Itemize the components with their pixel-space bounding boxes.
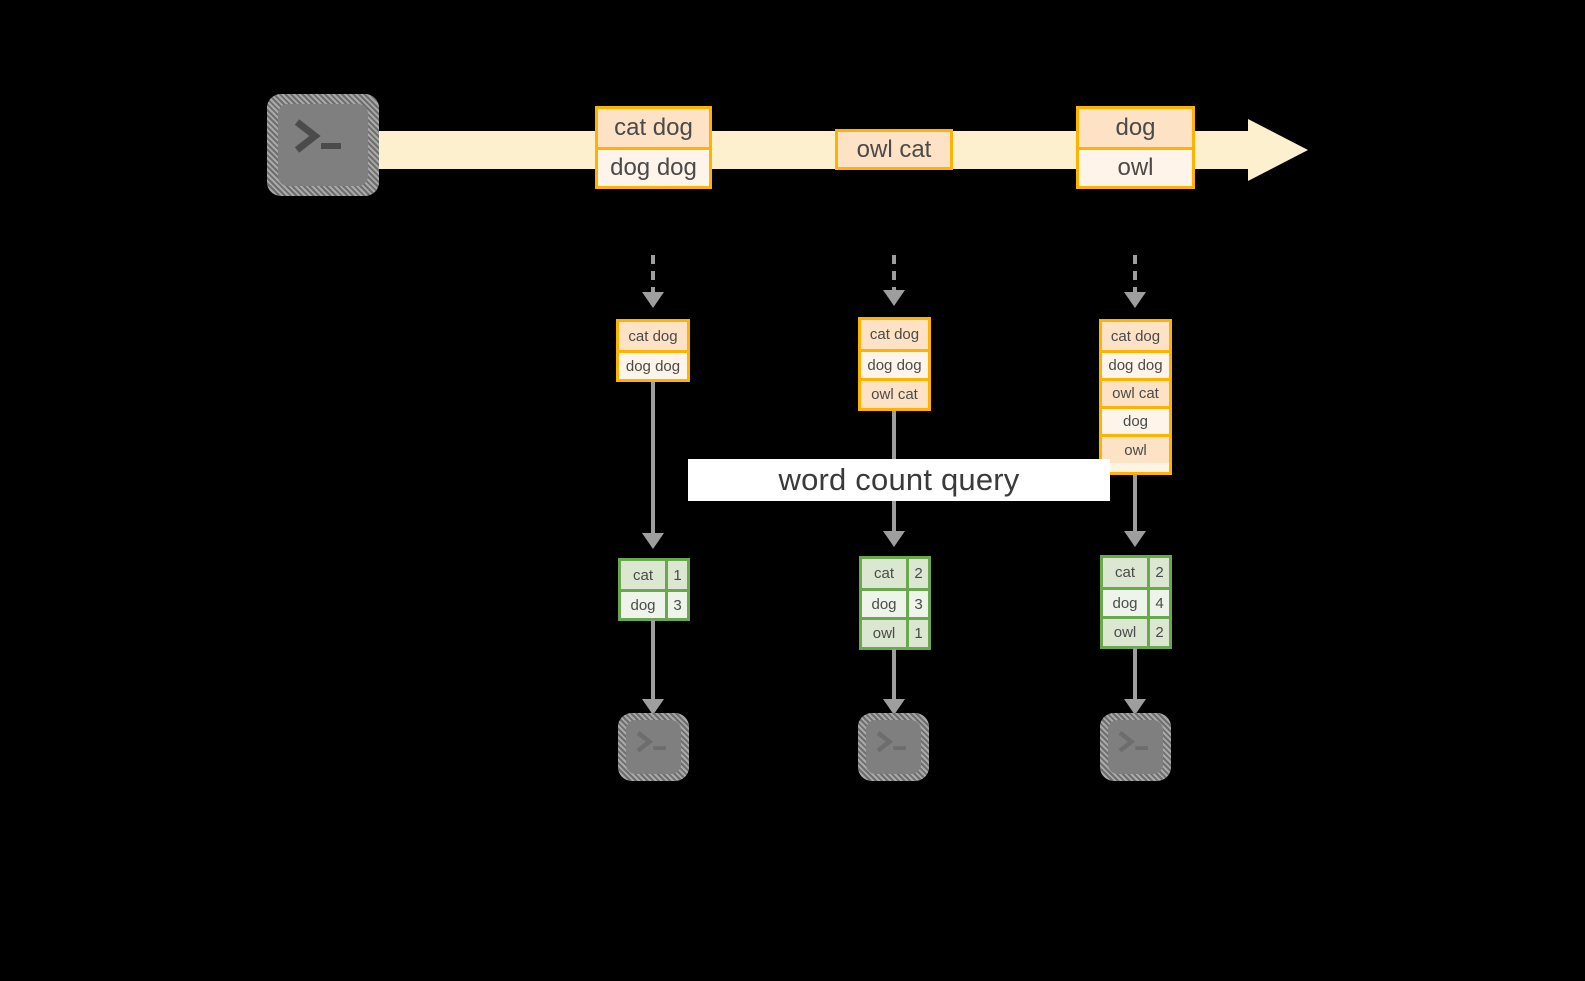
terminal-prompt-icon — [294, 119, 341, 153]
table-row: dog 4 — [1103, 587, 1169, 616]
result-count-cell: 2 — [1147, 619, 1169, 646]
stream-event-line: cat dog — [598, 109, 709, 147]
stream-tap-arrowhead-3 — [1124, 292, 1146, 308]
query-flow-line-3 — [1133, 475, 1137, 532]
stream-tap-line-3 — [1133, 255, 1137, 293]
snapshot-line: dog dog — [619, 350, 687, 379]
snapshot-line: cat dog — [861, 320, 928, 349]
snapshot-line: dog — [1102, 406, 1169, 434]
stream-arrow-head — [1248, 119, 1308, 181]
snapshot-box-3: cat dog dog dog owl cat dog owl — [1099, 319, 1172, 475]
sink-flow-line-2 — [892, 649, 896, 701]
table-row: owl 2 — [1103, 616, 1169, 646]
table-row: dog 3 — [862, 588, 928, 617]
result-word-cell: cat — [1103, 558, 1147, 587]
stream-event-box-1: cat dog dog dog — [595, 106, 712, 189]
result-count-cell: 1 — [906, 620, 928, 647]
query-label-text: word count query — [778, 462, 1020, 497]
table-row: cat 1 — [621, 561, 687, 589]
result-table-1: cat 1 dog 3 — [618, 558, 690, 621]
sink-terminal-icon-3 — [1100, 713, 1171, 781]
source-terminal-icon — [267, 94, 379, 196]
result-table-2: cat 2 dog 3 owl 1 — [859, 556, 931, 650]
snapshot-line: dog dog — [1102, 350, 1169, 378]
snapshot-line: owl cat — [1102, 378, 1169, 406]
snapshot-box-2: cat dog dog dog owl cat — [858, 317, 931, 411]
stream-tap-arrowhead-1 — [642, 292, 664, 308]
table-row: owl 1 — [862, 617, 928, 647]
stream-event-line: owl — [1079, 147, 1192, 186]
result-table-3: cat 2 dog 4 owl 2 — [1100, 555, 1172, 649]
stream-event-line: dog — [1079, 109, 1192, 147]
sink-flow-line-1 — [651, 620, 655, 701]
stream-event-line: dog dog — [598, 147, 709, 186]
sink-terminal-icon-1 — [618, 713, 689, 781]
table-row: cat 2 — [862, 559, 928, 588]
stream-event-box-3: dog owl — [1076, 106, 1195, 189]
result-word-cell: owl — [1103, 619, 1147, 646]
stream-tap-arrowhead-2 — [883, 290, 905, 306]
sink-flow-arrowhead-2 — [883, 699, 905, 715]
terminal-prompt-icon — [636, 731, 666, 753]
snapshot-line: cat dog — [619, 322, 687, 350]
query-flow-line-1 — [651, 382, 655, 535]
result-word-cell: cat — [621, 561, 665, 589]
sink-flow-arrowhead-3 — [1124, 699, 1146, 715]
terminal-prompt-icon — [1118, 731, 1148, 753]
stream-tap-line-1 — [651, 255, 655, 293]
result-count-cell: 3 — [906, 591, 928, 617]
result-word-cell: owl — [862, 620, 906, 647]
snapshot-line: cat dog — [1102, 322, 1169, 350]
snapshot-line: owl — [1102, 434, 1169, 463]
table-row: dog 3 — [621, 589, 687, 618]
query-flow-arrowhead-1 — [642, 533, 664, 549]
stream-event-line: owl cat — [838, 132, 950, 167]
result-word-cell: cat — [862, 559, 906, 588]
sink-terminal-icon-2 — [858, 713, 929, 781]
snapshot-box-1: cat dog dog dog — [616, 319, 690, 382]
sink-flow-line-3 — [1133, 648, 1137, 701]
result-count-cell: 2 — [906, 559, 928, 588]
sink-flow-arrowhead-1 — [642, 699, 664, 715]
result-word-cell: dog — [862, 591, 906, 617]
result-count-cell: 4 — [1147, 590, 1169, 616]
stream-event-box-2: owl cat — [835, 129, 953, 170]
query-flow-arrowhead-3 — [1124, 531, 1146, 547]
result-count-cell: 2 — [1147, 558, 1169, 587]
stream-tap-line-2 — [892, 255, 896, 291]
terminal-prompt-icon — [876, 731, 906, 753]
result-count-cell: 1 — [665, 561, 687, 589]
query-flow-arrowhead-2 — [883, 531, 905, 547]
query-label: word count query — [688, 459, 1110, 501]
result-word-cell: dog — [1103, 590, 1147, 616]
snapshot-line: owl cat — [861, 378, 928, 408]
snapshot-line: dog dog — [861, 349, 928, 378]
table-row: cat 2 — [1103, 558, 1169, 587]
result-count-cell: 3 — [665, 592, 687, 618]
result-word-cell: dog — [621, 592, 665, 618]
